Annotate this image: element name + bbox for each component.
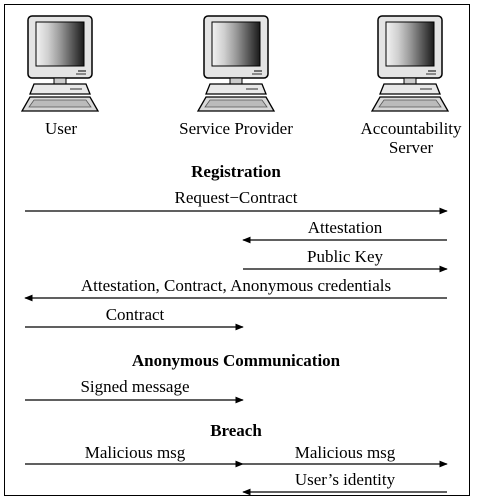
section-title-anonymous-communication: Anonymous Communication — [132, 351, 341, 370]
section-title-registration: Registration — [191, 162, 281, 181]
actor-label-accountability-server-line1: Accountability — [360, 119, 462, 138]
actor-label-service-provider: Service Provider — [179, 119, 293, 138]
message-label-signed-message: Signed message — [80, 377, 189, 396]
section-title-breach: Breach — [210, 421, 262, 440]
accountability-server-computer-icon — [371, 15, 449, 112]
message-label-contract: Contract — [106, 305, 165, 324]
service-provider-computer-icon — [197, 15, 275, 112]
message-label-users-identity: User’s identity — [295, 470, 396, 489]
actor-label-accountability-server-line2: Server — [389, 138, 434, 157]
message-label-public-key: Public Key — [307, 247, 384, 266]
message-label-attestation: Attestation — [308, 218, 383, 237]
message-label-request-contract: Request−Contract — [175, 188, 298, 207]
user-computer-icon — [21, 15, 99, 112]
actor-label-user: User — [45, 119, 77, 138]
message-label-malicious-msg-provider-to-server: Malicious msg — [295, 443, 396, 462]
message-label-malicious-msg-user-to-provider: Malicious msg — [85, 443, 186, 462]
message-label-attestation-contract-credentials: Attestation, Contract, Anonymous credent… — [81, 276, 391, 295]
